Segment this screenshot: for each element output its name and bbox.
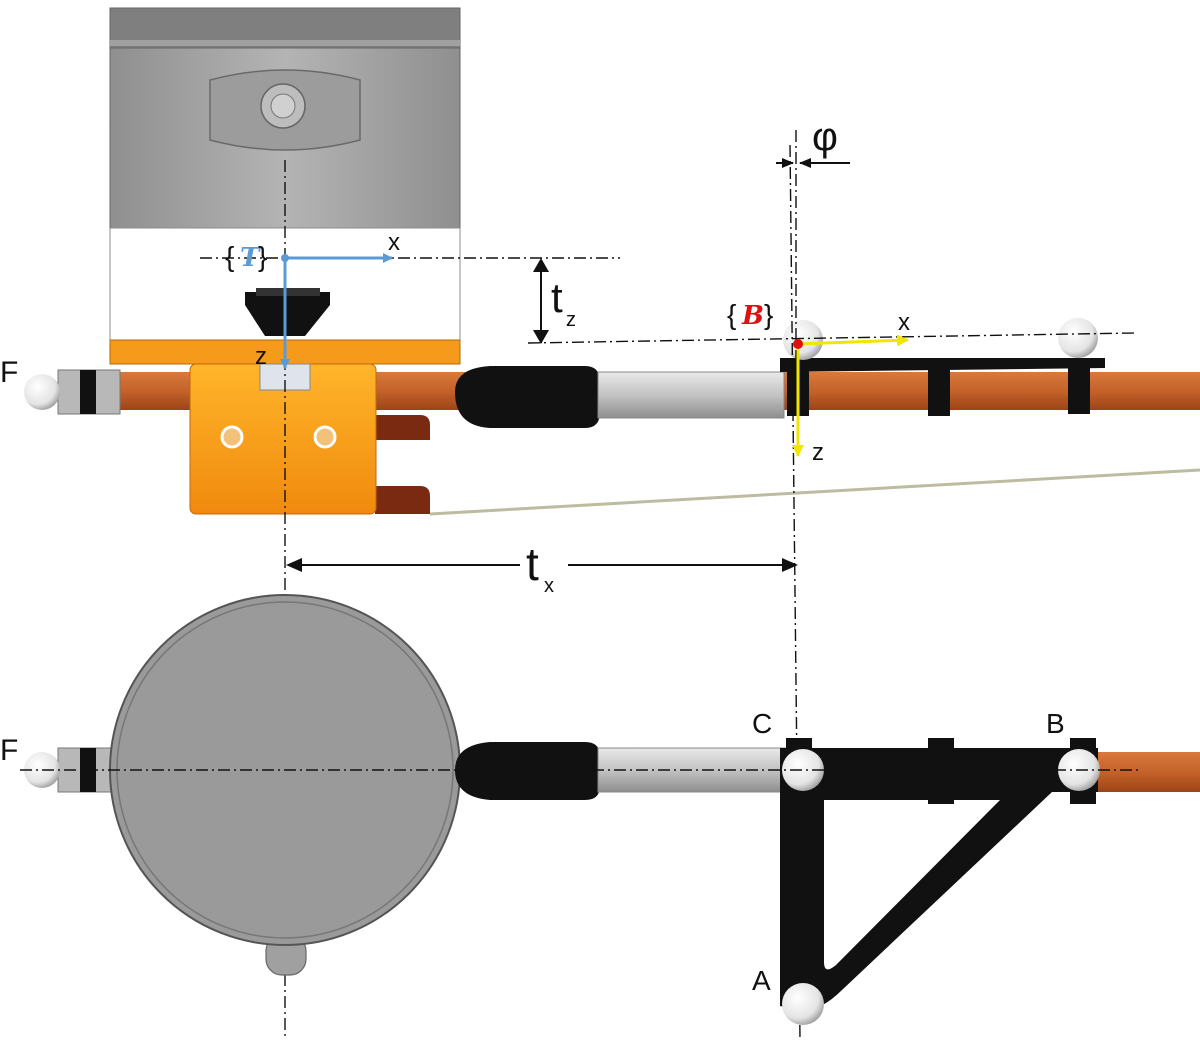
tracker-thin-line: [429, 468, 1200, 516]
orange-rod-top: [1090, 752, 1200, 792]
phi-label: φ: [812, 115, 838, 159]
marker-frame-top: [780, 738, 1100, 1025]
frame-b-z-label: z: [812, 439, 824, 466]
frame-t-axes: [280, 253, 393, 369]
tx-dimension: [286, 558, 798, 572]
black-handle-top: [455, 742, 600, 800]
frame-b-x-label: x: [898, 309, 910, 336]
label-c: C: [752, 708, 772, 739]
frame-t-open-brace: {: [225, 241, 234, 272]
label-a: A: [752, 965, 771, 996]
label-f-side: F: [0, 356, 18, 389]
gray-rod-top: [597, 747, 789, 793]
frame-t-x-label: x: [388, 229, 400, 256]
marker-frame-side: [780, 318, 1105, 416]
black-mount: [245, 292, 330, 336]
label-f-top: F: [0, 734, 18, 767]
frame-t-z-label: z: [255, 343, 267, 370]
tz-label-main: t: [551, 274, 563, 321]
label-b: B: [1046, 708, 1065, 739]
frame-b-axes: [792, 334, 909, 457]
tz-label-sub: z: [566, 309, 576, 331]
frame-b-close-brace: }: [764, 299, 773, 330]
top-view: F C B A: [0, 594, 1200, 1025]
black-handle-side: [455, 366, 600, 428]
marker-f-side: [24, 369, 121, 415]
frame-b-symbol: B: [741, 301, 764, 331]
gray-rod-side: [597, 371, 785, 419]
tx-label-main: t: [526, 538, 539, 590]
gray-cylinder: [109, 7, 461, 229]
frame-t-symbol: T: [240, 243, 261, 273]
tx-label-sub: x: [544, 575, 554, 597]
gray-disk: [109, 594, 461, 976]
frame-b-open-brace: {: [727, 299, 736, 330]
yellow-clamp-block: [189, 363, 430, 515]
frame-t-close-brace: }: [258, 241, 267, 272]
tz-dimension: [533, 258, 549, 344]
